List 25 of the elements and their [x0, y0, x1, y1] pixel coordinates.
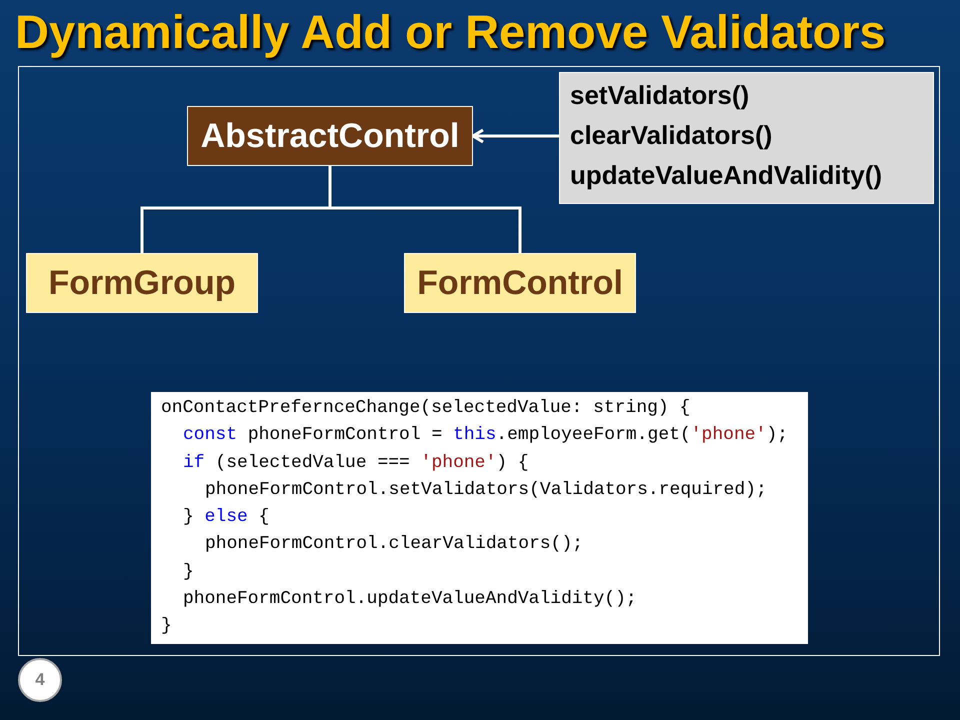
code-panel	[151, 392, 808, 644]
arrow	[472, 128, 559, 144]
code-line: const phoneFormControl = this.employeeForm.get('phone');	[183, 424, 788, 448]
slide-number: 4	[35, 670, 45, 690]
code-line: phoneFormControl.updateValueAndValidity();	[183, 588, 637, 612]
class-name: FormGroup	[48, 263, 236, 303]
slide-number-circle	[18, 658, 62, 702]
slide-title: Dynamically Add or Remove Validators	[15, 5, 886, 59]
connector-line	[328, 166, 522, 253]
class-name: FormControl	[417, 263, 623, 303]
method-name: clearValidators()	[570, 120, 772, 150]
code-line: }	[183, 560, 194, 584]
class-box	[404, 253, 636, 313]
class-name: AbstractControl	[200, 116, 460, 156]
code-line: phoneFormControl.clearValidators();	[205, 533, 584, 556]
code-line: } else {	[183, 506, 270, 530]
class-box	[26, 253, 258, 313]
code-line: }	[161, 615, 172, 638]
method-list-box	[559, 72, 934, 204]
code-line: phoneFormControl.setValidators(Validators.required);	[205, 478, 767, 502]
method-name: updateValueAndValidity()	[570, 160, 882, 190]
method-name: setValidators()	[570, 80, 750, 110]
class-box	[187, 106, 473, 166]
code-line: if (selectedValue === 'phone') {	[183, 452, 529, 475]
code-line: onContactPrefernceChange(selectedValue: string) {	[161, 397, 690, 420]
